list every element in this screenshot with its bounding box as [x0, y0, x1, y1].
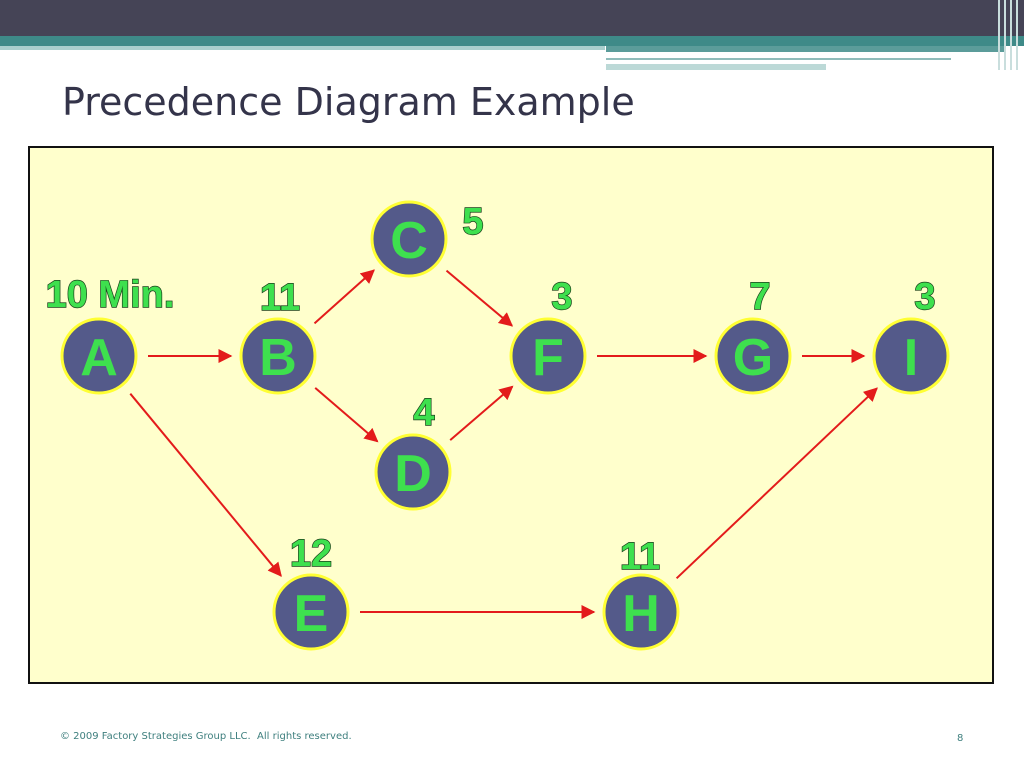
- edge-c-to-f: [445, 269, 514, 327]
- duration-label-g: 7: [749, 276, 770, 318]
- duration-label-i: 3: [914, 276, 935, 318]
- node-a: A: [60, 317, 138, 395]
- node-d: D: [374, 433, 452, 511]
- duration-label-f: 3: [551, 276, 572, 318]
- node-e: E: [272, 573, 350, 651]
- node-label: G: [733, 329, 773, 387]
- node-g: G: [714, 317, 792, 395]
- node-f: F: [509, 317, 587, 395]
- duration-label-d: 4: [413, 392, 434, 434]
- node-circle: [370, 200, 448, 278]
- node-circle: [239, 317, 317, 395]
- node-label: F: [532, 329, 564, 387]
- node-circle: [872, 317, 950, 395]
- node-label: D: [394, 445, 432, 503]
- node-circle: [272, 573, 350, 651]
- header-stripes: [994, 0, 1024, 70]
- node-label: E: [294, 585, 329, 643]
- node-label: A: [80, 329, 118, 387]
- duration-label-c: 5: [462, 201, 483, 243]
- duration-label-h: 11: [620, 536, 660, 578]
- node-label: I: [904, 329, 918, 387]
- node-label: C: [390, 212, 428, 270]
- node-circle: [60, 317, 138, 395]
- node-circle: [374, 433, 452, 511]
- node-h: H: [602, 573, 680, 651]
- header-rule: [606, 46, 1006, 52]
- duration-label-b: 11: [260, 277, 300, 319]
- edge-a-to-e: [129, 393, 282, 577]
- node-b: B: [239, 317, 317, 395]
- node-label: H: [622, 585, 660, 643]
- node-i: I: [872, 317, 950, 395]
- duration-label-e: 12: [290, 533, 332, 575]
- edge-d-to-f: [449, 385, 514, 441]
- node-c: C: [370, 200, 448, 278]
- diagram-panel: [28, 146, 994, 684]
- header-rule: [606, 64, 826, 70]
- edge-b-to-d: [314, 387, 379, 443]
- page-number: 8: [957, 733, 964, 744]
- header-rule: [606, 58, 951, 60]
- footer-copyright: © 2009 Factory Strategies Group LLC. All…: [60, 731, 352, 742]
- node-label: B: [259, 329, 297, 387]
- header-dark-band: [0, 0, 1024, 36]
- slide-title: Precedence Diagram Example: [62, 80, 635, 124]
- node-circle: [714, 317, 792, 395]
- node-circle: [602, 573, 680, 651]
- duration-label-a: 10 Min.: [46, 274, 175, 316]
- edge-h-to-i: [675, 387, 878, 580]
- node-circle: [509, 317, 587, 395]
- header-teal-light-band: [0, 46, 605, 50]
- edge-b-to-c: [313, 269, 375, 325]
- header-teal-band: [0, 36, 1024, 46]
